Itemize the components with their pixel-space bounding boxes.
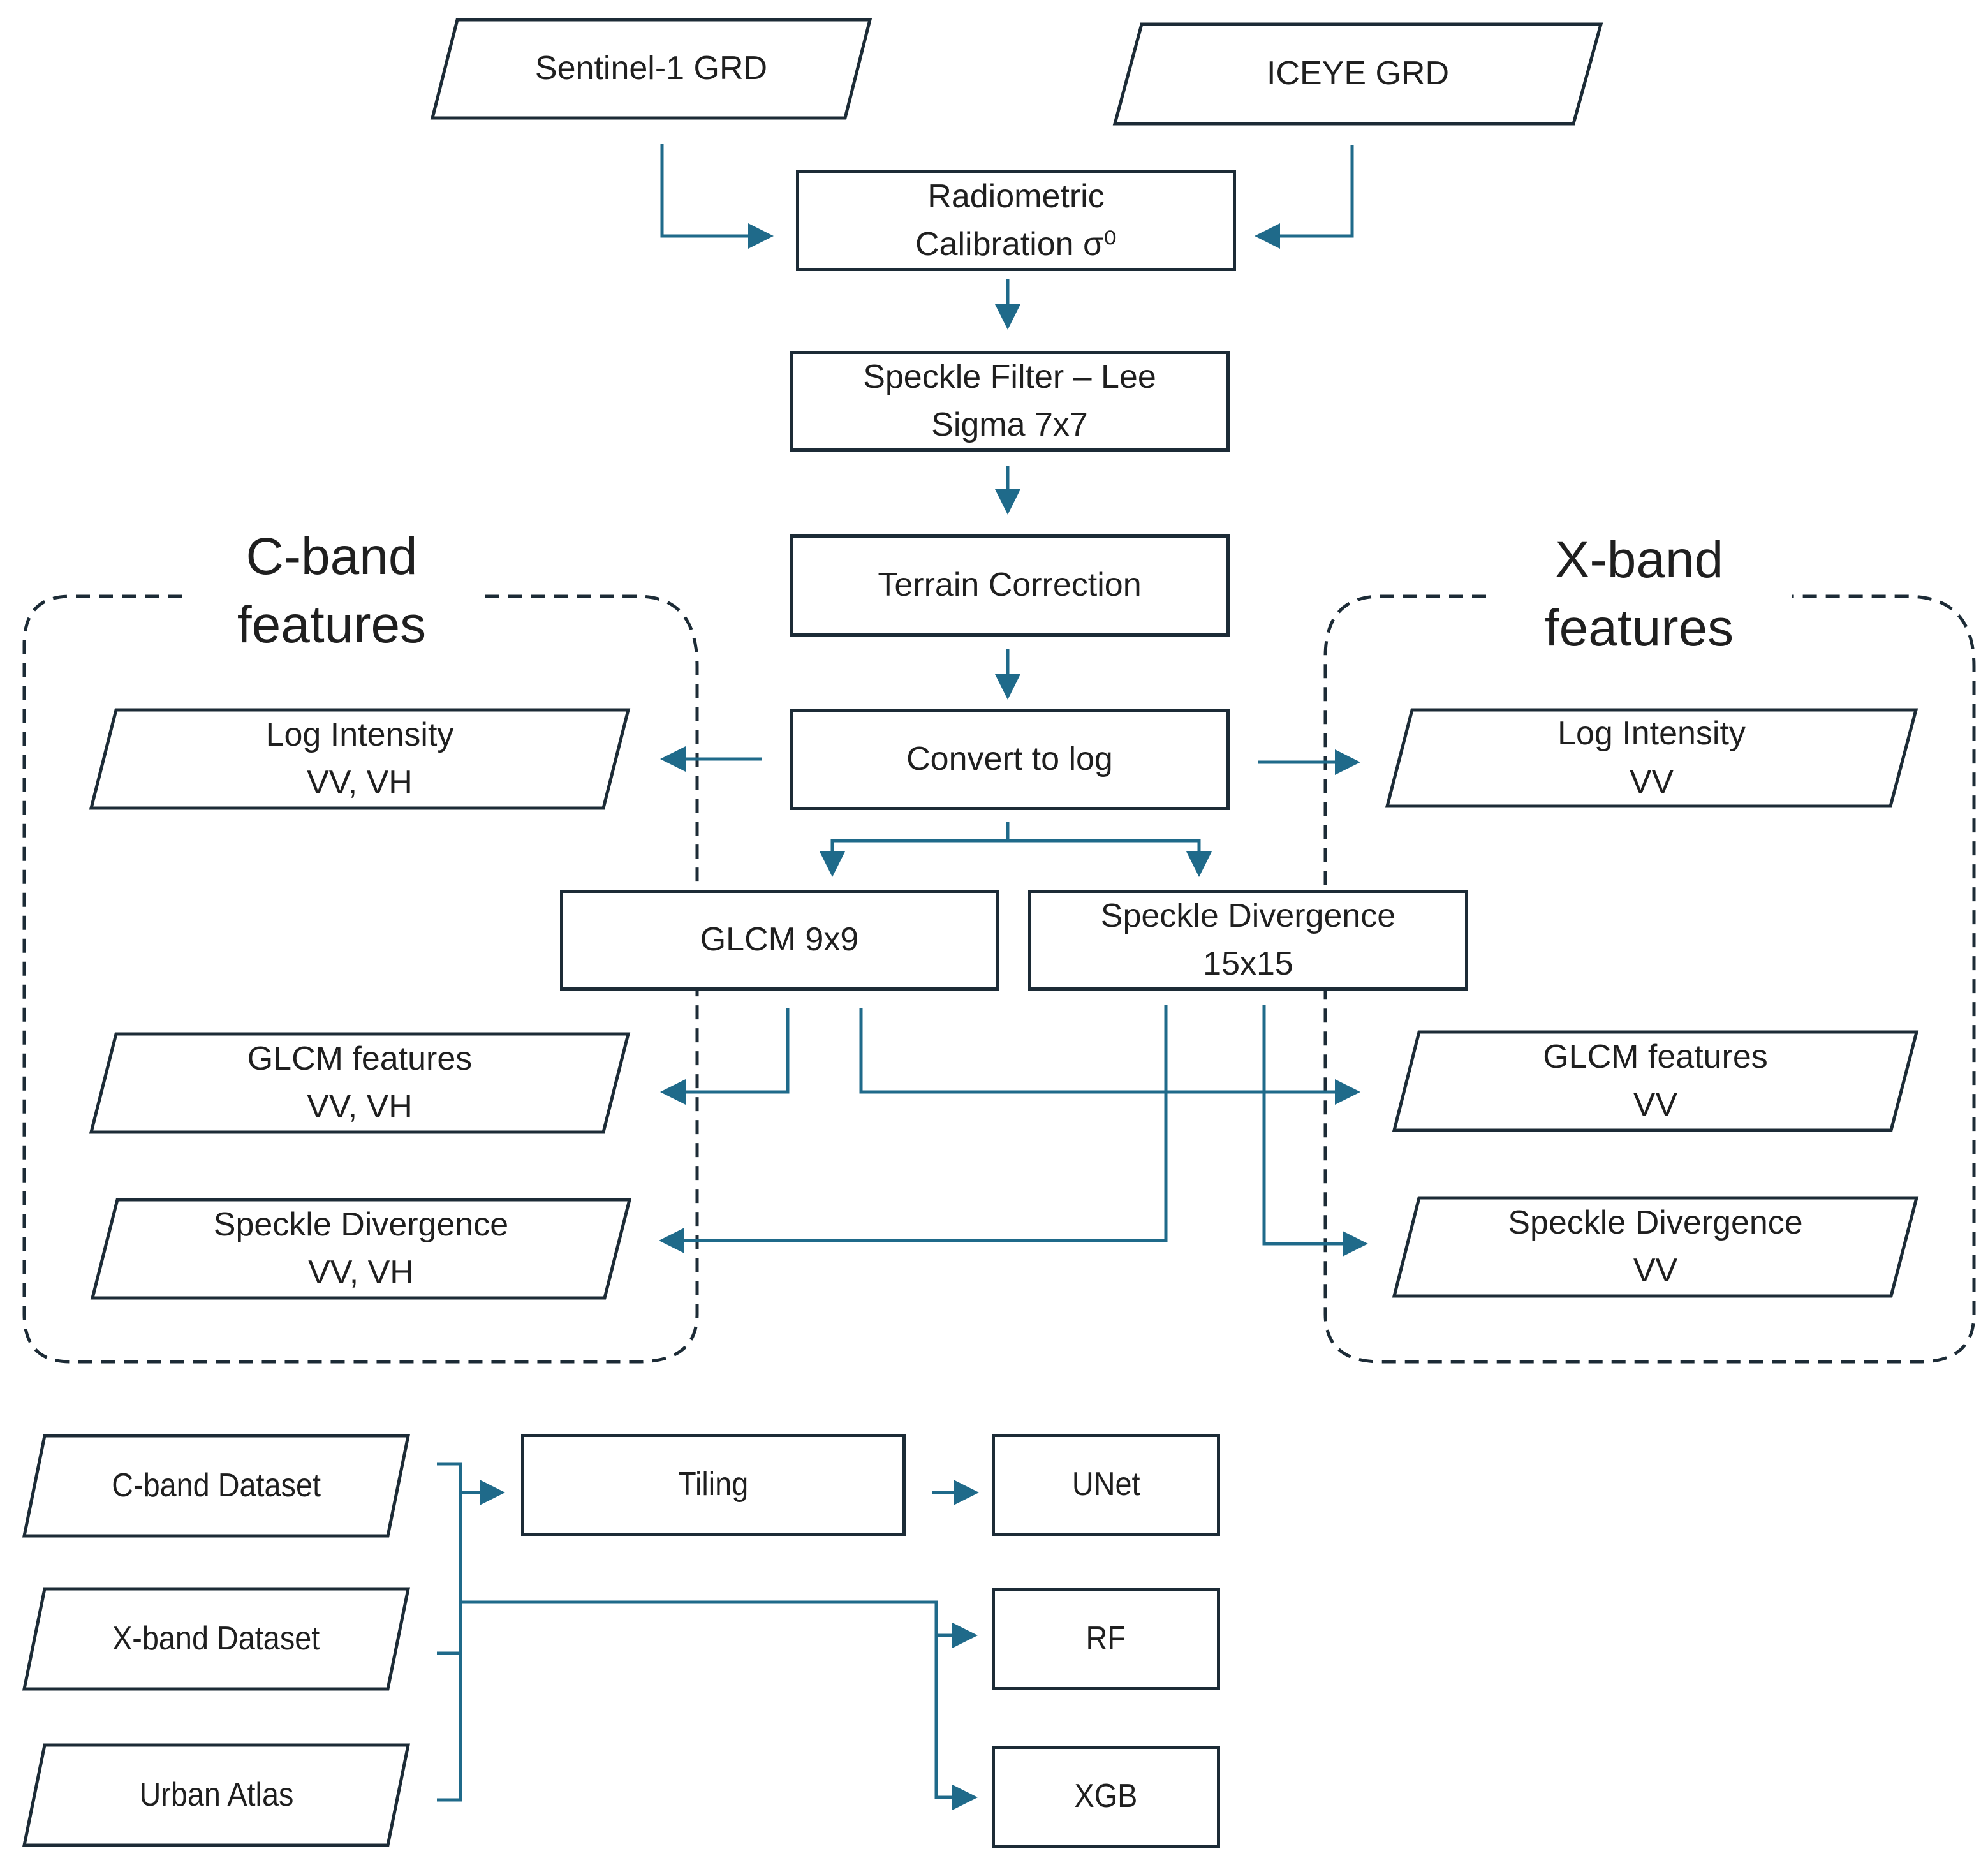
bracket-datasets (437, 1462, 462, 1802)
x-band-speckle-divergence-label: Speckle Divergence VV (1508, 1204, 1803, 1289)
x-band-glcm-features: GLCM features VV (1392, 1030, 1919, 1132)
arrow-glcm-to-c-features (660, 1008, 790, 1105)
iceye-input-label: ICEYE GRD (1266, 55, 1450, 92)
urban-atlas-dataset-label: Urban Atlas (139, 1776, 293, 1813)
rf-model: RF (992, 1588, 1220, 1690)
xgb-label: XGB (1074, 1778, 1138, 1815)
arrow-log-to-speckle (1008, 839, 1212, 877)
x-band-group-border (1323, 594, 1976, 1364)
unet-model: UNet (992, 1434, 1220, 1536)
c-band-speckle-divergence-label: Speckle Divergence VV, VH (213, 1205, 509, 1291)
tiling-label: Tiling (678, 1466, 749, 1503)
arrow-speckle-to-c-divergence (659, 1005, 1168, 1253)
x-band-dataset-label: X-band Dataset (112, 1619, 320, 1657)
sentinel-input-label: Sentinel-1 GRD (534, 50, 768, 87)
c-band-glcm-features: GLCM features VV, VH (89, 1032, 631, 1134)
unet-label: UNet (1071, 1466, 1140, 1503)
arrow-datasets-to-rf (460, 1600, 978, 1648)
x-band-glcm-features-label: GLCM features VV (1543, 1038, 1768, 1123)
x-band-log-intensity: Log Intensity VV (1385, 708, 1918, 808)
speckle-filter-step: Speckle Filter – Lee Sigma 7x7 (790, 351, 1230, 452)
arrow-iceye-to-calibration (1255, 145, 1354, 249)
c-band-dataset: C-band Dataset (22, 1434, 411, 1538)
convert-to-log-step: Convert to log (790, 709, 1230, 810)
arrow-datasets-to-xgb (934, 1635, 978, 1810)
x-band-dataset: X-band Dataset (22, 1587, 411, 1691)
iceye-input: ICEYE GRD (1112, 22, 1603, 126)
arrow-glcm-to-x-features (859, 1008, 1360, 1105)
c-band-log-intensity-label: Log Intensity VV, VH (265, 716, 454, 801)
x-band-log-intensity-label: Log Intensity VV (1557, 715, 1746, 800)
radiometric-calibration-step: Radiometric Calibration σ⁰ (796, 170, 1236, 271)
urban-atlas-dataset: Urban Atlas (22, 1743, 411, 1847)
arrow-log-to-glcm (820, 822, 1010, 877)
speckle-divergence-step: Speckle Divergence 15x15 (1028, 890, 1468, 991)
x-band-speckle-divergence: Speckle Divergence VV (1392, 1196, 1919, 1298)
c-band-dataset-label: C-band Dataset (112, 1466, 321, 1504)
c-band-features-title: C-band features (185, 523, 478, 660)
terrain-correction-step: Terrain Correction (790, 534, 1230, 637)
c-band-speckle-divergence: Speckle Divergence VV, VH (90, 1198, 632, 1300)
xgb-model: XGB (992, 1746, 1220, 1848)
c-band-group-border (22, 594, 699, 1364)
c-band-log-intensity: Log Intensity VV, VH (89, 708, 631, 810)
tiling-step: Tiling (521, 1434, 906, 1536)
glcm-step: GLCM 9x9 (560, 890, 999, 991)
arrow-speckle-to-x-divergence (1262, 1005, 1368, 1257)
c-band-glcm-features-label: GLCM features VV, VH (247, 1040, 473, 1125)
arrow-sentinel-to-calibration (660, 144, 774, 249)
rf-label: RF (1086, 1620, 1126, 1658)
x-band-features-title: X-band features (1489, 526, 1789, 663)
sentinel-input: Sentinel-1 GRD (430, 18, 873, 120)
